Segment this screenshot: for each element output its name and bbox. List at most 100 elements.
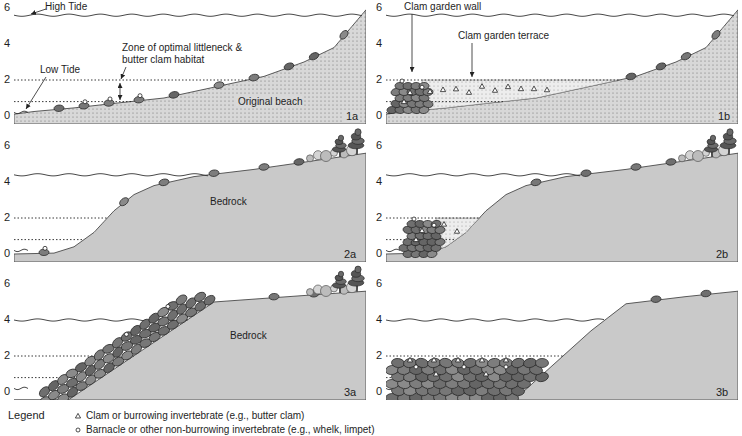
axis-tick-label: 2 (362, 349, 382, 362)
rock (666, 158, 677, 166)
rock (701, 290, 712, 297)
barnacle-symbol (420, 85, 424, 89)
rock (259, 163, 270, 171)
rock (391, 358, 405, 368)
zone-boundary-line (14, 218, 108, 219)
axis-tick-label: 2 (0, 211, 10, 224)
rock (419, 82, 429, 90)
axis-tick-label: 6 (362, 277, 382, 290)
rock (680, 51, 692, 61)
tree-foliage (338, 135, 343, 141)
panel (386, 10, 738, 124)
zone-boundary-line (386, 218, 480, 219)
rock (427, 357, 442, 369)
panel-label: 3a (344, 386, 356, 399)
low-tide-line (386, 249, 400, 251)
rock (156, 305, 170, 318)
shrub (307, 155, 314, 162)
rock (463, 358, 477, 369)
clam-symbol (531, 86, 536, 91)
clam-symbol (440, 87, 445, 92)
tree-foliage (338, 271, 343, 277)
axis-tick-label: 4 (362, 313, 382, 326)
tree-foliage (710, 135, 715, 141)
leader-arrow (121, 67, 126, 79)
rock (283, 62, 295, 71)
rock (213, 81, 224, 89)
panel-label: 2b (716, 248, 728, 261)
barnacle-symbol (166, 304, 170, 308)
shrub (321, 285, 332, 296)
high-tide-line (386, 14, 734, 16)
axis-tick-label: 2 (362, 211, 382, 224)
clam-symbol (479, 84, 484, 89)
zone-boundary-line (14, 239, 84, 240)
rock (193, 290, 207, 303)
clam-symbol (407, 90, 412, 95)
axis-tick-label: 0 (0, 385, 10, 398)
rock (294, 158, 305, 166)
clam-symbol (518, 86, 523, 91)
axis-tick-label: 2 (362, 73, 382, 86)
bedrock (386, 153, 738, 262)
axis-tick-label: 2 (0, 73, 10, 86)
panel (14, 266, 366, 417)
shrub (307, 289, 314, 296)
clam-symbol (433, 371, 438, 376)
clam-symbol (454, 229, 459, 234)
clam-symbol (544, 87, 549, 92)
panel-label: 2a (344, 248, 356, 261)
bedrock (386, 291, 738, 400)
rock (535, 358, 548, 367)
rock (581, 169, 592, 177)
legend-title: Legend (8, 409, 45, 422)
rock (530, 178, 541, 186)
panel (14, 129, 366, 262)
beach-sediment (14, 10, 366, 124)
legend-entry: Clam or burrowing invertebrate (e.g., bu… (86, 410, 304, 422)
axis-tick-label: 6 (0, 1, 10, 14)
barnacle-symbol (504, 365, 508, 369)
clam-symbol (441, 222, 446, 227)
tide-label: Low Tide (40, 64, 80, 76)
rock (655, 62, 667, 71)
leader-arrow (120, 83, 121, 100)
clam-symbol (466, 90, 471, 95)
zone-boundary-line (386, 356, 563, 357)
axis-tick-label: 6 (0, 277, 10, 290)
shrub (693, 151, 704, 162)
barnacle-symbol (400, 79, 404, 83)
high-tide-line (386, 174, 580, 176)
leader-arrow (26, 77, 46, 109)
leader-arrow (412, 14, 413, 72)
high-tide-line (386, 319, 604, 321)
rock (54, 105, 65, 112)
clam-symbol (455, 357, 460, 362)
callout-label: Clam garden terrace (458, 30, 549, 42)
barnacle-symbol (412, 217, 416, 221)
axis-tick-label: 6 (362, 139, 382, 152)
axis-tick-label: 0 (362, 109, 382, 122)
zone-boundary-line (386, 80, 620, 81)
clam-symbol (419, 228, 424, 233)
legend-entry: Barnacle or other non-burrowing inverteb… (86, 424, 374, 436)
axis-tick-label: 0 (0, 109, 10, 122)
rock (308, 51, 320, 61)
axis-tick-label: 0 (362, 247, 382, 260)
clam-symbol (401, 99, 406, 104)
high-tide-line (14, 14, 362, 16)
clam-symbol (492, 88, 497, 93)
axis-tick-label: 4 (0, 175, 10, 188)
rock (710, 29, 721, 41)
panel (385, 290, 738, 404)
barnacle-symbol (414, 365, 418, 369)
rock (651, 295, 662, 303)
axis-tick-label: 0 (362, 385, 382, 398)
rock (511, 357, 526, 369)
tide-label: High Tide (45, 1, 87, 13)
barnacle-symbol (108, 97, 112, 101)
barnacle-symbol (124, 332, 128, 336)
clam-symbol (505, 84, 510, 89)
axis-tick-label: 4 (362, 37, 382, 50)
